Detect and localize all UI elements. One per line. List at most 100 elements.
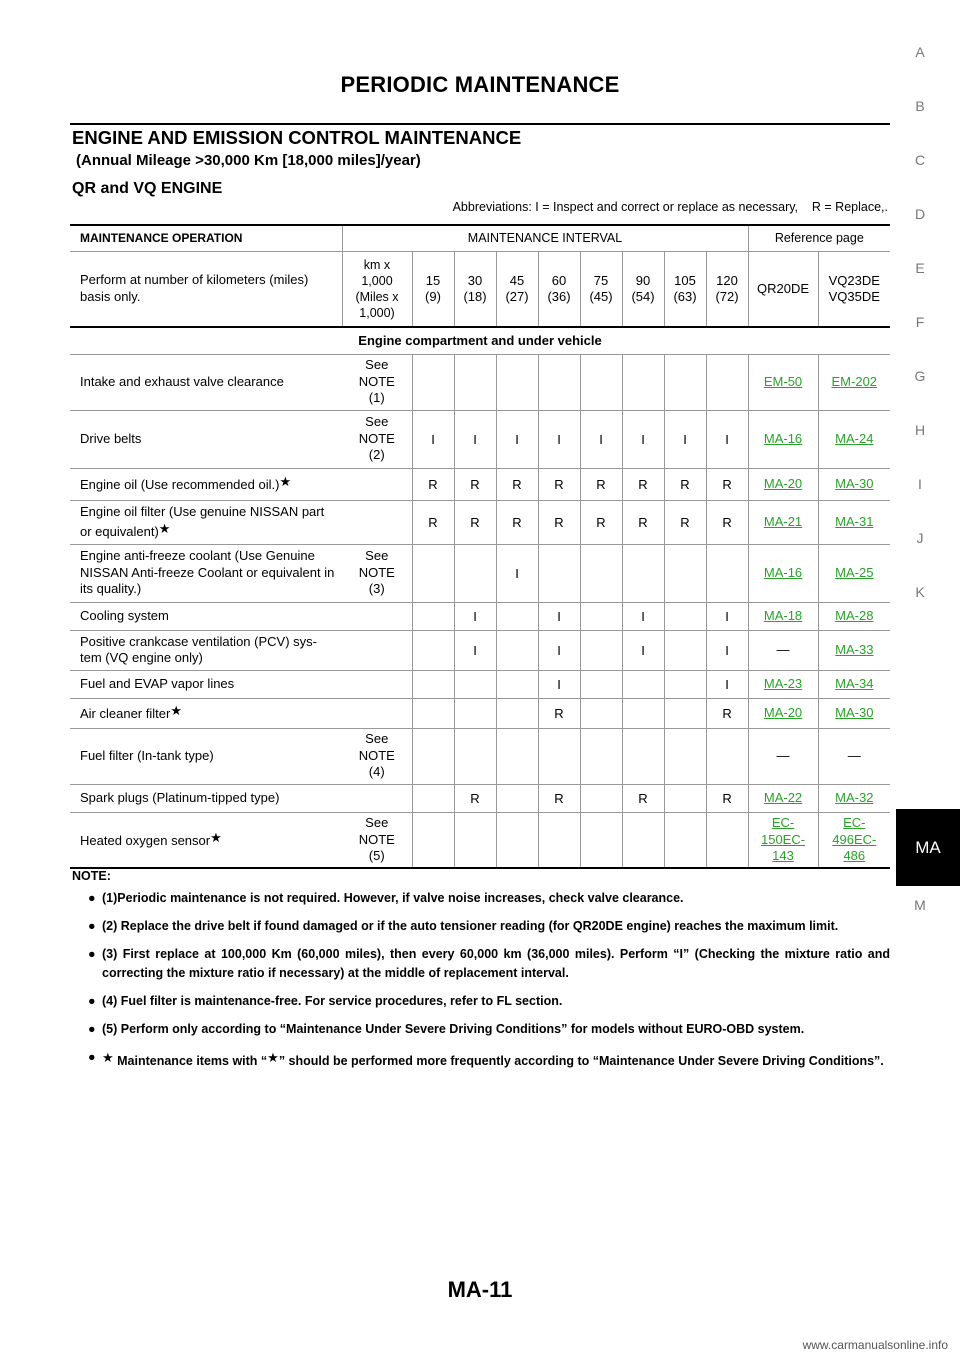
interval-cell: I [621, 410, 664, 469]
operation-cell: Fuel filter (In-tank type) [70, 728, 342, 785]
operation-label: Cooling system [80, 607, 169, 623]
interval-cell: R [537, 784, 580, 813]
interval-cell: I [621, 630, 664, 671]
interval-cell [621, 670, 664, 699]
interval-miles: (45) [589, 288, 613, 304]
reference-link[interactable]: MA-22 [763, 789, 803, 805]
see-note-line: See [365, 731, 389, 747]
reference-link[interactable]: MA-34 [835, 675, 874, 691]
bullet-icon: ● [88, 1022, 96, 1036]
operation-cell: Drive belts [70, 410, 342, 469]
see-note-line: See [365, 414, 389, 430]
interval-cell [495, 630, 538, 671]
reference-link[interactable]: EC- [843, 815, 866, 830]
reference-link[interactable]: 496EC- [832, 831, 877, 847]
unit-line: (Miles x [355, 289, 399, 304]
bullet-icon: ● [88, 919, 96, 933]
reference-link[interactable]: MA-20 [763, 475, 803, 491]
section-tab-active[interactable]: MA [896, 809, 960, 886]
interval-cell [579, 784, 622, 813]
section-subtitle: (Annual Mileage >30,000 Km [18,000 miles… [76, 152, 421, 169]
reference-link[interactable]: MA-25 [835, 564, 874, 580]
section-index-letter[interactable]: F [915, 314, 925, 330]
reference-link[interactable]: MA-18 [763, 607, 803, 623]
severe-star-icon: ★ [158, 520, 171, 536]
interval-miles: (9) [425, 288, 441, 304]
reference-link[interactable]: EM-202 [831, 373, 878, 389]
reference-link[interactable]: MA-33 [835, 641, 874, 657]
see-note-cell [342, 468, 412, 501]
see-note-line: (5) [368, 848, 385, 863]
interval-cell [537, 728, 580, 785]
reference-link[interactable]: EM-50 [763, 373, 803, 389]
interval-cell [579, 812, 622, 869]
section-index-letter[interactable]: K [915, 584, 925, 600]
interval-cell: I [495, 410, 538, 469]
reference-link[interactable]: MA-16 [763, 564, 803, 580]
unit-line: 1,000 [361, 273, 393, 288]
interval-cell [495, 698, 538, 729]
reference-link[interactable]: 150EC- [760, 831, 806, 847]
note-item: ●(4) Fuel filter is maintenance-free. Fo… [72, 992, 890, 1011]
reference-link[interactable]: MA-16 [763, 430, 803, 446]
interval-cell: I [537, 602, 580, 631]
operation-cell: Cooling system [70, 602, 342, 631]
interval-km: 105 [674, 272, 696, 288]
reference-link[interactable]: MA-30 [835, 704, 874, 720]
section-index-letter[interactable]: H [914, 422, 926, 438]
reference-link[interactable]: MA-32 [835, 789, 874, 805]
reference-vq-cell: MA-34 [817, 670, 891, 699]
reference-link[interactable]: MA-21 [763, 513, 803, 529]
section-index-letter[interactable]: A [915, 44, 925, 60]
operation-label: Fuel filter (In-tank type) [80, 747, 214, 763]
section-index-letter[interactable]: C [914, 152, 926, 168]
interval-cell [705, 354, 749, 411]
reference-link[interactable]: MA-28 [835, 607, 874, 623]
interval-cell: I [453, 630, 496, 671]
interval-cell: R [621, 784, 664, 813]
section-index-letter[interactable]: D [914, 206, 926, 222]
operation-label: Heated oxygen sensor [80, 833, 211, 848]
reference-qr-cell: MA-16 [747, 544, 819, 603]
reference-link[interactable]: EC- [771, 815, 795, 830]
section-index-letter[interactable]: E [915, 260, 925, 276]
interval-cell: R [579, 500, 622, 545]
interval-cell [495, 670, 538, 699]
bullet-icon: ● [88, 891, 96, 905]
note-text: (1)Periodic maintenance is not required.… [102, 891, 684, 905]
group-label: Engine compartment and under vehicle [70, 327, 891, 355]
interval-cell [621, 812, 664, 869]
reference-link[interactable]: MA-30 [835, 475, 874, 491]
reference-link[interactable]: MA-24 [835, 430, 874, 446]
notes-list: ● (1)Periodic maintenance is not required… [72, 889, 890, 1071]
interval-header: 60(36) [537, 251, 580, 328]
section-index-letter[interactable]: I [918, 476, 922, 492]
operation-cell: Fuel and EVAP vapor lines [70, 670, 342, 699]
interval-header: 75(45) [579, 251, 622, 328]
operation-cell: Heated oxygen sensor★ [70, 812, 342, 869]
section-index-letter[interactable]: J [916, 530, 924, 546]
section-index-letter[interactable]: B [915, 98, 925, 114]
interval-cell: I [705, 670, 749, 699]
see-note-cell [342, 670, 412, 699]
interval-cell: R [537, 500, 580, 545]
reference-qr-header: QR20DE [747, 251, 819, 328]
section-index-letter[interactable]: G [914, 368, 926, 384]
interval-cell: R [705, 784, 749, 813]
interval-km: 45 [509, 272, 525, 288]
reference-vq-cell: MA-24 [817, 410, 891, 469]
operation-label: Engine anti-freeze coolant (Use Genuine … [80, 548, 335, 597]
severe-star-icon: ★ [102, 1050, 114, 1065]
reference-qr-cell: — [747, 728, 819, 785]
reference-link[interactable]: 486 [843, 848, 866, 863]
interval-cell: I [705, 410, 749, 469]
reference-link[interactable]: MA-20 [763, 704, 803, 720]
watermark: www.carmanualsonline.info [802, 1338, 948, 1352]
reference-link[interactable]: MA-31 [835, 513, 874, 529]
reference-link[interactable]: MA-23 [763, 675, 803, 691]
reference-link[interactable]: 143 [772, 848, 794, 863]
section-index-letter[interactable]: M [914, 897, 926, 913]
reference-qr-cell: — [747, 630, 819, 671]
